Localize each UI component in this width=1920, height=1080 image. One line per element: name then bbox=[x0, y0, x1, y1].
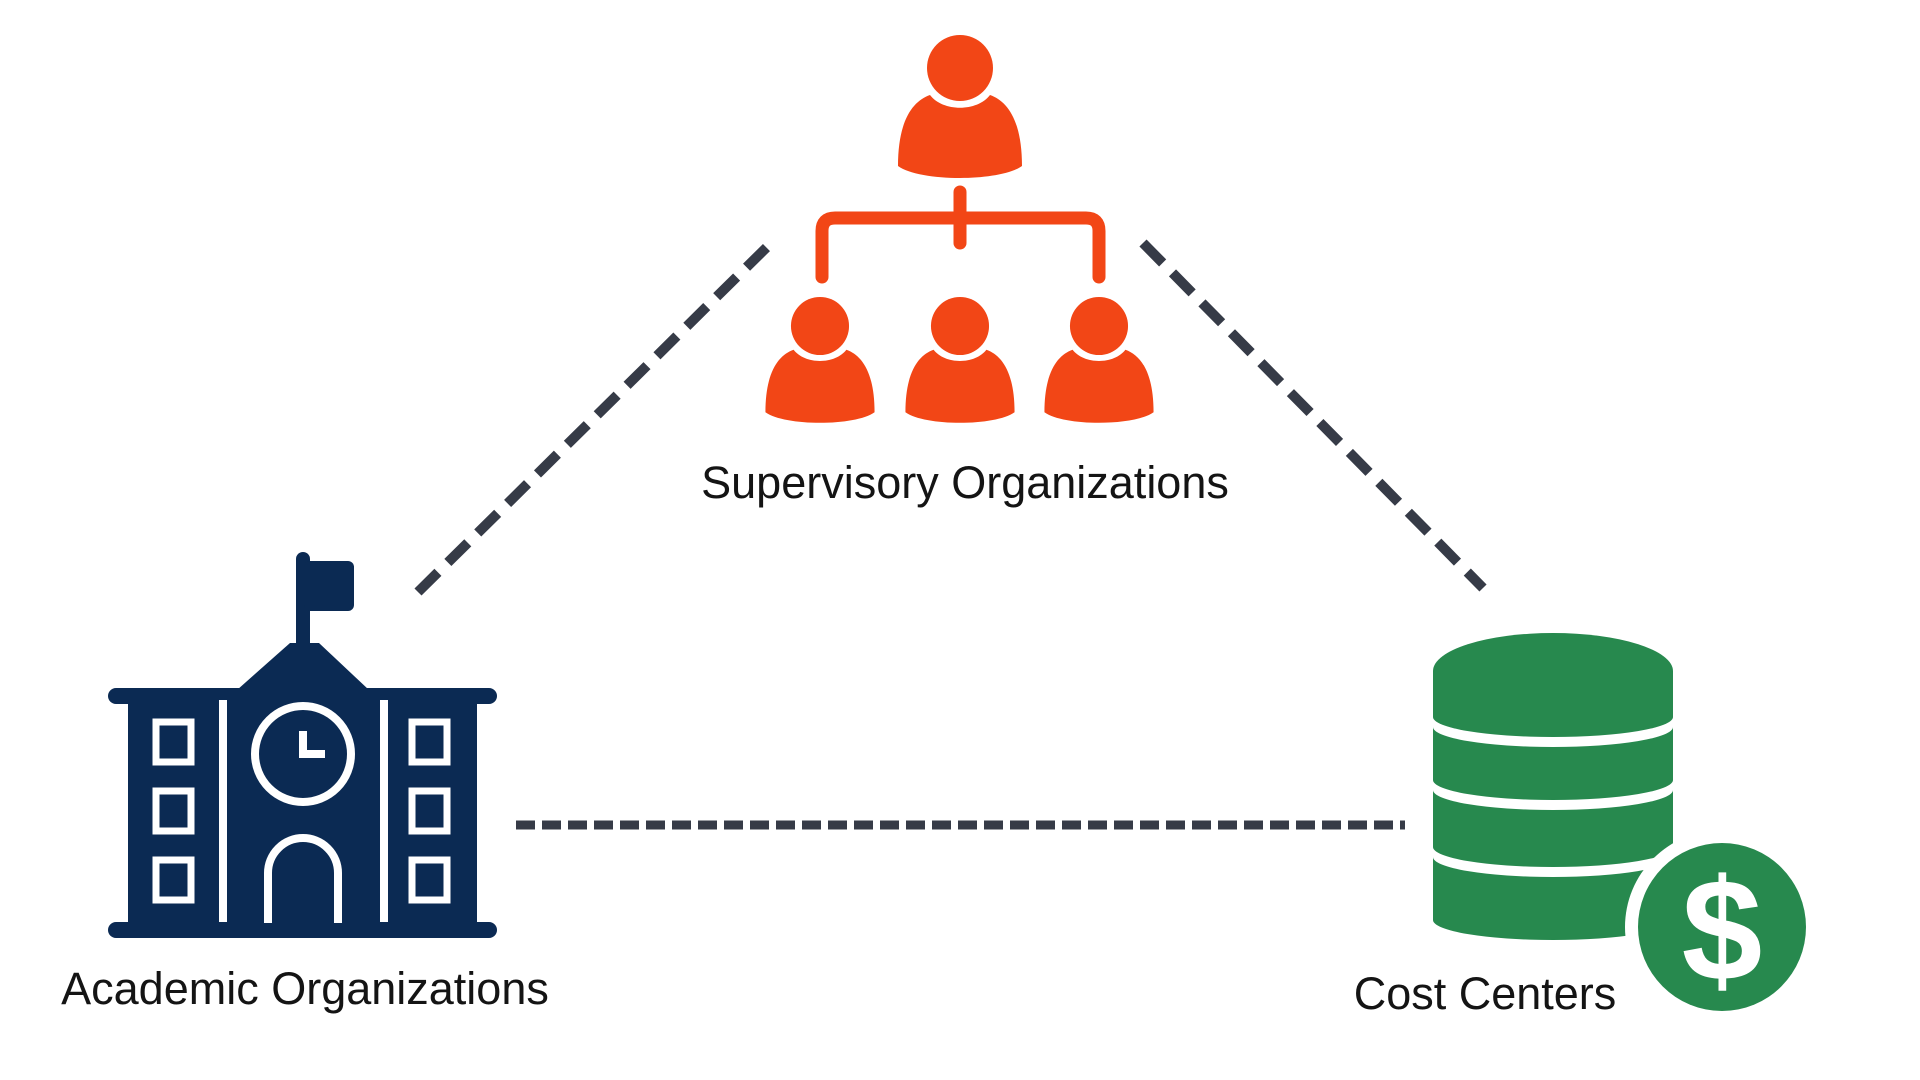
building-windows bbox=[152, 718, 451, 904]
school-building-icon bbox=[108, 552, 497, 938]
clock-icon bbox=[251, 702, 355, 806]
report-person-icon bbox=[1044, 296, 1154, 423]
org-chart-connector bbox=[815, 185, 1106, 284]
roof-pediment bbox=[237, 643, 369, 690]
flag-icon bbox=[304, 561, 354, 611]
building-details bbox=[152, 700, 451, 923]
report-person-icon bbox=[765, 296, 875, 423]
edge-supervisory-cost-dashed-line bbox=[1139, 239, 1487, 592]
dollar-badge-icon bbox=[1638, 843, 1806, 1011]
node-label-cost-centers: Cost Centers bbox=[1353, 968, 1617, 1019]
dollar-sign: $ bbox=[1682, 849, 1763, 1011]
edge-academic-supervisory-dashed-line bbox=[414, 243, 771, 596]
diagram-edges bbox=[414, 239, 1487, 830]
org-chart-icon bbox=[765, 35, 1154, 423]
arched-door bbox=[264, 834, 342, 923]
node-label-academic-organizations: Academic Organizations bbox=[61, 963, 549, 1014]
report-person-icon bbox=[905, 296, 1015, 423]
database-cylinder bbox=[1433, 633, 1673, 940]
manager-person-icon bbox=[898, 35, 1022, 178]
node-label-supervisory-organizations: Supervisory Organizations bbox=[701, 457, 1229, 508]
database-dollar-icon: $ bbox=[1433, 633, 1819, 1024]
